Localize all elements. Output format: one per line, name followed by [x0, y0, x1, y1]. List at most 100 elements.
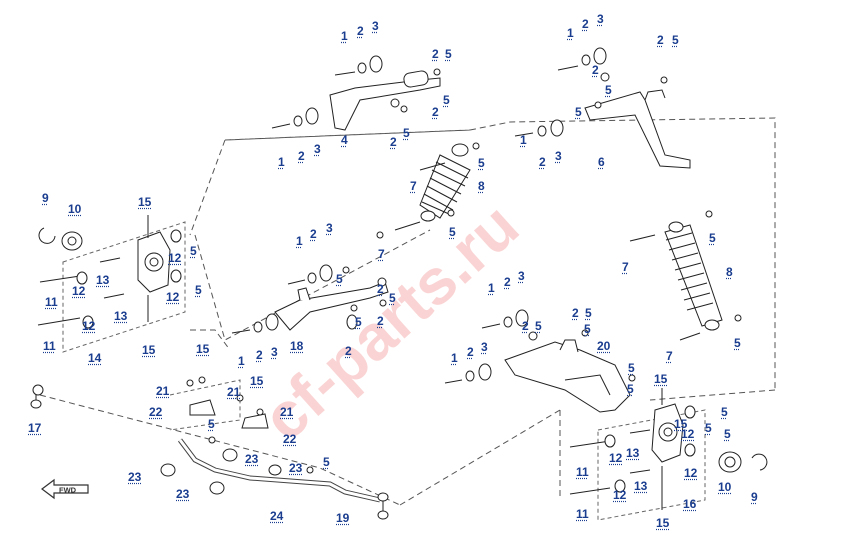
part-callout-11[interactable]: 11	[576, 507, 589, 521]
part-callout-23[interactable]: 23	[245, 452, 259, 466]
part-callout-9[interactable]: 9	[42, 191, 49, 205]
part-callout-3[interactable]: 3	[314, 142, 321, 156]
part-callout-5[interactable]: 5	[323, 455, 330, 469]
part-callout-5[interactable]: 5	[734, 336, 741, 350]
part-callout-15[interactable]: 15	[656, 516, 670, 530]
part-callout-12[interactable]: 12	[684, 466, 698, 480]
part-callout-7[interactable]: 7	[410, 179, 417, 193]
part-callout-5[interactable]: 5	[355, 315, 362, 329]
part-callout-1[interactable]: 1	[488, 281, 495, 295]
part-callout-5[interactable]: 5	[443, 93, 450, 107]
part-callout-15[interactable]: 15	[196, 342, 210, 356]
part-callout-11[interactable]: 11	[576, 465, 589, 479]
part-callout-15[interactable]: 15	[138, 195, 152, 209]
part-callout-22[interactable]: 22	[283, 432, 297, 446]
part-callout-13[interactable]: 13	[96, 273, 110, 287]
part-callout-9[interactable]: 9	[751, 490, 758, 504]
part-callout-12[interactable]: 12	[168, 251, 182, 265]
part-callout-5[interactable]: 5	[389, 291, 396, 305]
part-callout-23[interactable]: 23	[176, 487, 190, 501]
part-callout-5[interactable]: 5	[449, 225, 456, 239]
part-callout-13[interactable]: 13	[634, 479, 648, 493]
part-callout-4[interactable]: 4	[341, 133, 348, 147]
part-callout-13[interactable]: 13	[626, 446, 640, 460]
part-callout-5[interactable]: 5	[445, 47, 452, 61]
part-callout-2[interactable]: 2	[256, 348, 263, 362]
part-callout-5[interactable]: 5	[403, 126, 410, 140]
part-callout-12[interactable]: 12	[72, 284, 86, 298]
part-callout-5[interactable]: 5	[584, 322, 591, 336]
part-callout-2[interactable]: 2	[377, 314, 384, 328]
part-callout-2[interactable]: 2	[657, 33, 664, 47]
part-callout-2[interactable]: 2	[432, 105, 439, 119]
part-callout-19[interactable]: 19	[336, 511, 350, 525]
part-callout-5[interactable]: 5	[672, 33, 679, 47]
part-callout-3[interactable]: 3	[555, 149, 562, 163]
part-callout-8[interactable]: 8	[726, 265, 733, 279]
part-callout-5[interactable]: 5	[190, 244, 197, 258]
part-callout-17[interactable]: 17	[28, 421, 42, 435]
part-callout-7[interactable]: 7	[622, 260, 629, 274]
part-callout-5[interactable]: 5	[195, 283, 202, 297]
part-callout-5[interactable]: 5	[628, 361, 635, 375]
part-callout-2[interactable]: 2	[504, 275, 511, 289]
part-callout-21[interactable]: 21	[280, 405, 294, 419]
part-callout-5[interactable]: 5	[535, 319, 542, 333]
part-callout-15[interactable]: 15	[654, 372, 668, 386]
part-callout-2[interactable]: 2	[467, 345, 474, 359]
part-callout-3[interactable]: 3	[597, 12, 604, 26]
part-callout-1[interactable]: 1	[567, 26, 574, 40]
part-callout-5[interactable]: 5	[627, 382, 634, 396]
part-callout-2[interactable]: 2	[592, 63, 599, 77]
part-callout-7[interactable]: 7	[666, 349, 673, 363]
part-callout-5[interactable]: 5	[709, 231, 716, 245]
part-callout-2[interactable]: 2	[357, 24, 364, 38]
part-callout-2[interactable]: 2	[539, 155, 546, 169]
part-callout-1[interactable]: 1	[296, 234, 303, 248]
part-callout-23[interactable]: 23	[128, 470, 142, 484]
part-callout-5[interactable]: 5	[336, 272, 343, 286]
part-callout-21[interactable]: 21	[227, 385, 241, 399]
part-callout-22[interactable]: 22	[149, 405, 163, 419]
part-callout-2[interactable]: 2	[390, 135, 397, 149]
part-callout-10[interactable]: 10	[68, 202, 82, 216]
part-callout-2[interactable]: 2	[345, 344, 352, 358]
part-callout-1[interactable]: 1	[341, 29, 348, 43]
part-callout-5[interactable]: 5	[724, 427, 731, 441]
part-callout-2[interactable]: 2	[572, 306, 579, 320]
part-callout-1[interactable]: 1	[238, 354, 245, 368]
part-callout-15[interactable]: 15	[674, 417, 688, 431]
part-callout-21[interactable]: 21	[156, 384, 170, 398]
part-callout-13[interactable]: 13	[114, 309, 128, 323]
part-callout-15[interactable]: 15	[250, 374, 264, 388]
part-callout-2[interactable]: 2	[522, 319, 529, 333]
part-callout-3[interactable]: 3	[326, 221, 333, 235]
part-callout-14[interactable]: 14	[88, 351, 102, 365]
part-callout-2[interactable]: 2	[432, 47, 439, 61]
part-callout-15[interactable]: 15	[142, 343, 156, 357]
part-callout-12[interactable]: 12	[82, 319, 96, 333]
part-callout-2[interactable]: 2	[298, 149, 305, 163]
part-callout-12[interactable]: 12	[166, 290, 180, 304]
part-callout-5[interactable]: 5	[478, 156, 485, 170]
part-callout-5[interactable]: 5	[605, 83, 612, 97]
part-callout-7[interactable]: 7	[378, 247, 385, 261]
part-callout-8[interactable]: 8	[478, 179, 485, 193]
part-callout-6[interactable]: 6	[598, 155, 605, 169]
part-callout-24[interactable]: 24	[270, 509, 284, 523]
part-callout-1[interactable]: 1	[278, 155, 285, 169]
part-callout-12[interactable]: 12	[681, 427, 695, 441]
part-callout-10[interactable]: 10	[718, 480, 732, 494]
part-callout-23[interactable]: 23	[289, 461, 303, 475]
part-callout-2[interactable]: 2	[582, 17, 589, 31]
part-callout-2[interactable]: 2	[377, 282, 384, 296]
part-callout-1[interactable]: 1	[520, 133, 527, 147]
part-callout-1[interactable]: 1	[451, 351, 458, 365]
part-callout-5[interactable]: 5	[705, 421, 712, 435]
part-callout-5[interactable]: 5	[208, 417, 215, 431]
part-callout-5[interactable]: 5	[721, 405, 728, 419]
part-callout-11[interactable]: 11	[45, 295, 58, 309]
part-callout-3[interactable]: 3	[271, 345, 278, 359]
part-callout-16[interactable]: 16	[683, 497, 697, 511]
part-callout-2[interactable]: 2	[310, 227, 317, 241]
